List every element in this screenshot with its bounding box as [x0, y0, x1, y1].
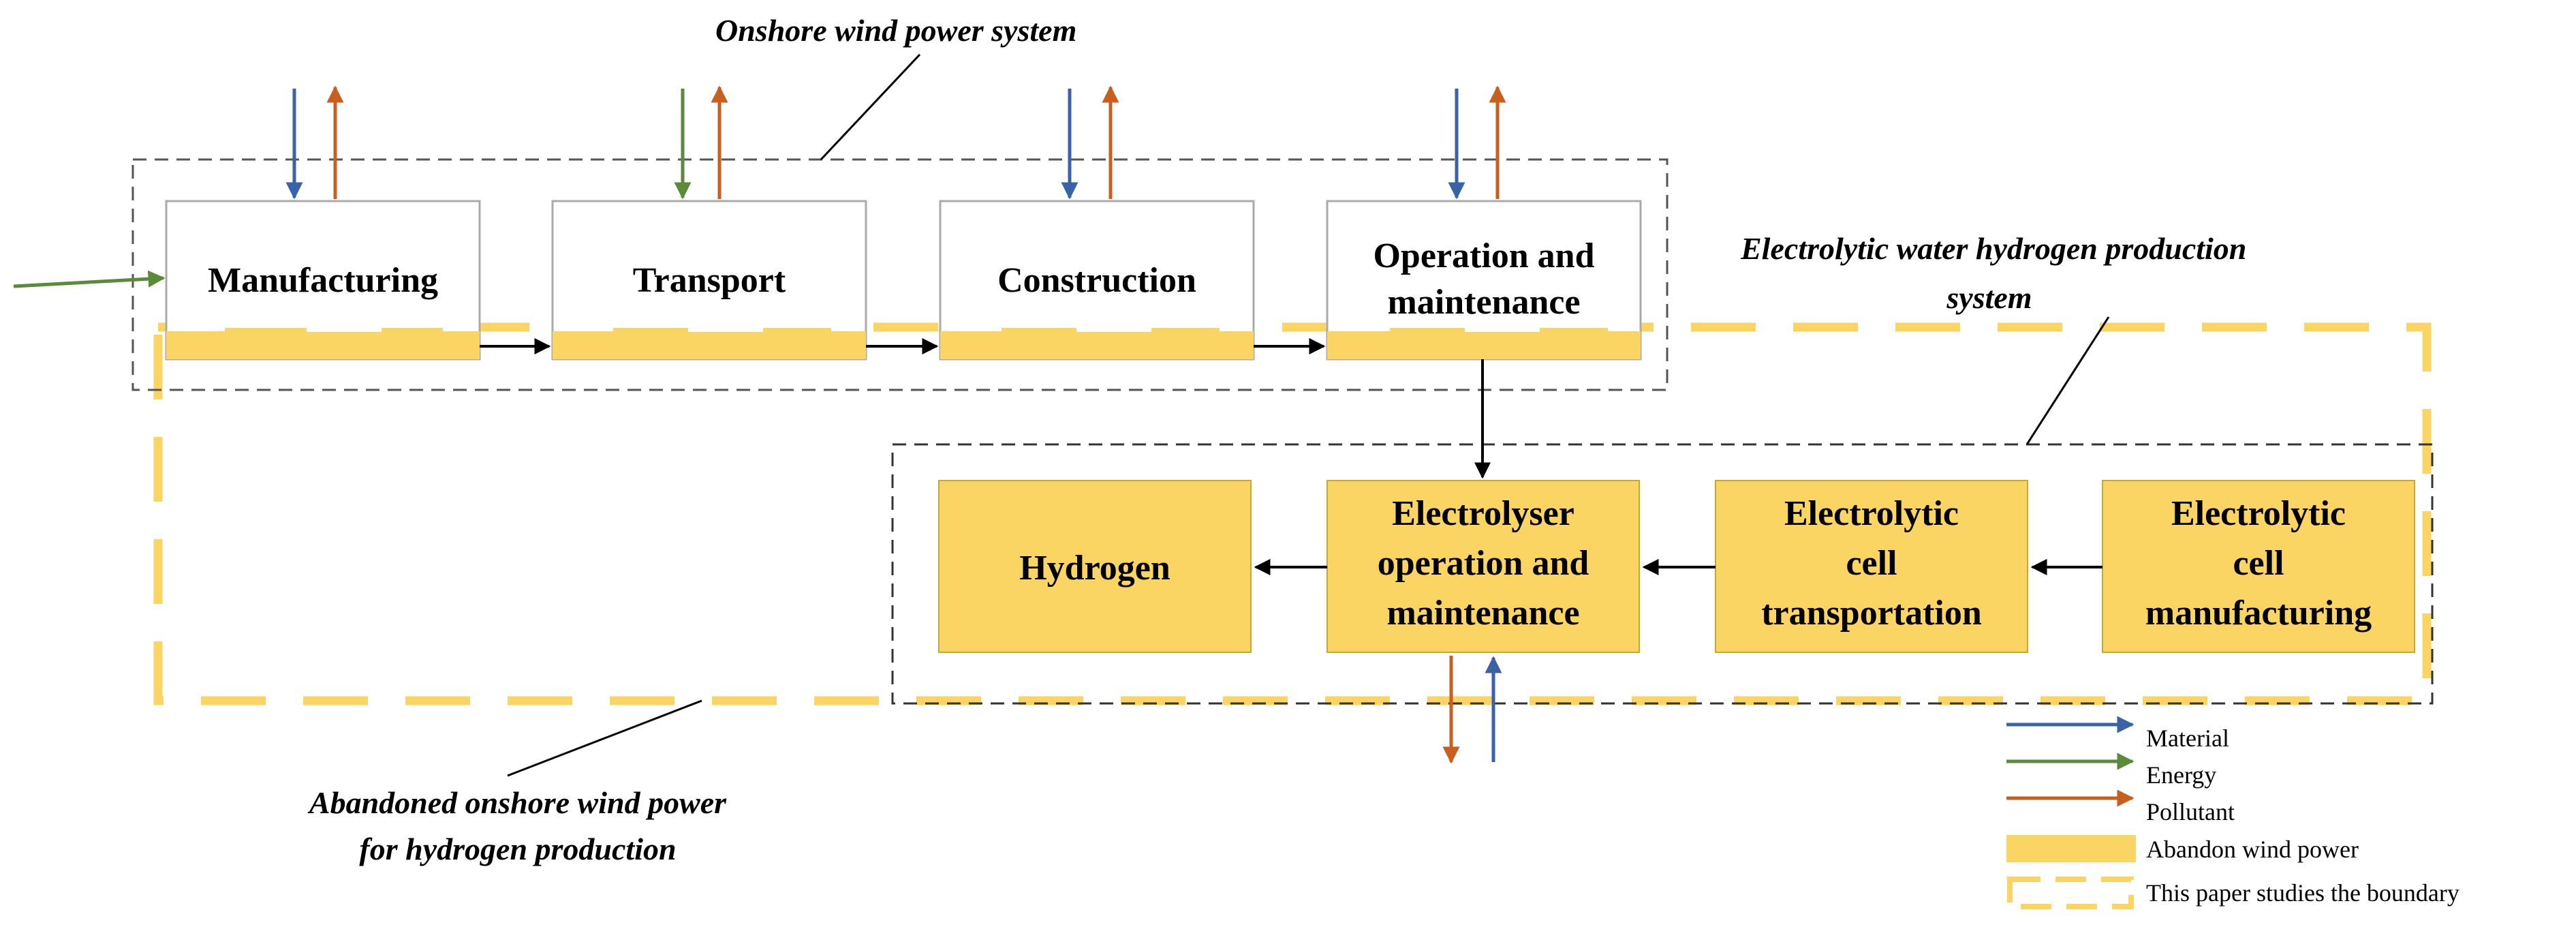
stage-label: Electrolyser	[1392, 494, 1574, 533]
electrolytic-system-frame	[891, 443, 2434, 705]
leader-line	[507, 699, 702, 777]
stage-label: Hydrogen	[1019, 549, 1170, 588]
stage-construction: Construction	[939, 200, 1255, 361]
abandoned-wind-title: Abandoned onshore wind power	[307, 785, 727, 820]
leader-line	[2026, 316, 2110, 445]
onshore-system-title: Onshore wind power system	[715, 13, 1076, 48]
stage-transport: Transport	[551, 200, 867, 361]
stage-label: maintenance	[1387, 283, 1580, 322]
legend-pollutant-label: Pollutant	[2146, 798, 2235, 825]
stage-label: Transport	[633, 261, 786, 300]
abandoned-wind-title: for hydrogen production	[359, 832, 676, 866]
electrolytic-system-title: system	[1946, 280, 2032, 315]
stage-electrolyser-operation: Electrolyser operation and maintenance	[1326, 480, 1640, 653]
leader-line	[820, 53, 921, 161]
stage-label: Operation and	[1373, 237, 1594, 275]
energy-arrow	[13, 270, 166, 288]
legend-boundary-label: This paper studies the boundary	[2146, 879, 2459, 907]
stage-label: transportation	[1761, 594, 1982, 633]
stage-hydrogen: Hydrogen	[938, 480, 1252, 653]
stage-cell-transportation: Electrolytic cell transportation	[1715, 480, 2028, 653]
stage-label: maintenance	[1386, 594, 1579, 633]
onshore-system-frame	[131, 158, 1669, 391]
study-boundary	[153, 322, 2432, 705]
legend-abandon-label: Abandon wind power	[2146, 836, 2359, 863]
stage-operation-maintenance: Operation and maintenance	[1326, 200, 1642, 361]
stage-label: Manufacturing	[208, 261, 438, 300]
stage-label: operation and	[1378, 544, 1589, 583]
electrolytic-system-title: Electrolytic water hydrogen production	[1740, 231, 2246, 266]
stage-label: cell	[2233, 544, 2284, 583]
legend: Material Energy Pollutant Abandon wind p…	[2006, 716, 2459, 909]
stage-cell-manufacturing: Electrolytic cell manufacturing	[2102, 480, 2415, 653]
legend-boundary-swatch	[2007, 877, 2134, 909]
stage-label: cell	[1846, 544, 1897, 583]
stage-manufacturing: Manufacturing	[165, 200, 481, 361]
stage-label: Electrolytic	[2171, 494, 2346, 533]
stage-label: Construction	[997, 261, 1196, 300]
legend-material-label: Material	[2146, 725, 2229, 752]
legend-energy-label: Energy	[2146, 761, 2216, 789]
stage-label: manufacturing	[2145, 594, 2372, 633]
legend-abandon-swatch	[2006, 835, 2136, 862]
stage-label: Electrolytic	[1784, 494, 1959, 533]
